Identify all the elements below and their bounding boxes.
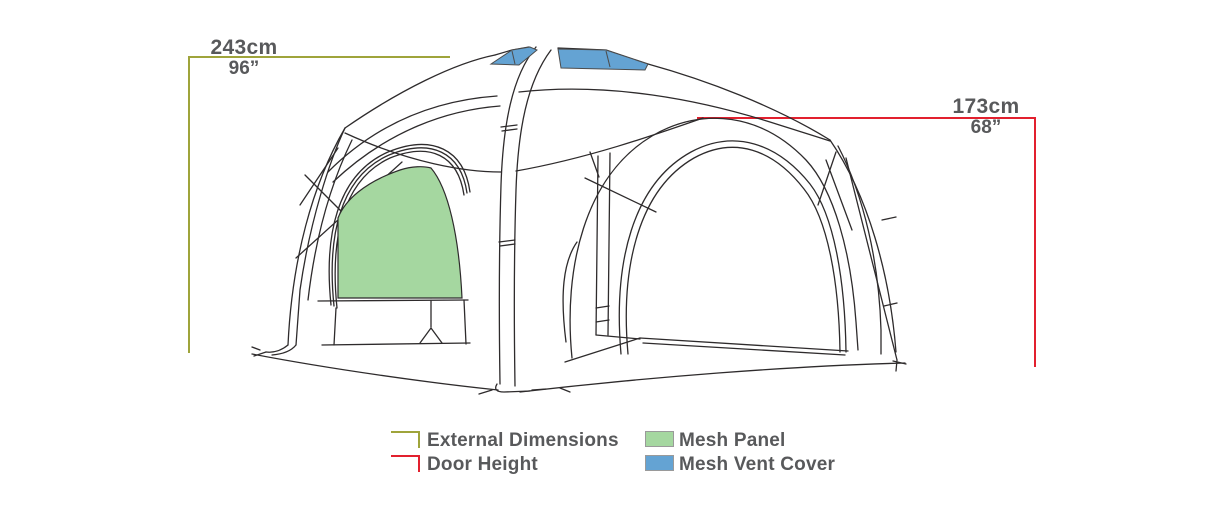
door-sill	[639, 337, 849, 352]
legend-label-door-height: Door Height	[427, 454, 538, 475]
vent-left	[489, 46, 538, 66]
left-arch-trim	[334, 150, 465, 309]
tent-line-art	[251, 46, 907, 395]
legend-label-mesh-vent-cover: Mesh Vent Cover	[679, 454, 836, 475]
door-arch-inner	[618, 140, 847, 355]
external-dimension-imperial: 96”	[228, 58, 260, 80]
vent-right	[557, 48, 649, 71]
door-height-line	[697, 117, 1036, 367]
external-dimension-label: 243cm 96”	[189, 36, 299, 80]
mesh-vent-cover	[489, 46, 649, 71]
ground-right	[519, 362, 906, 393]
roof-seam-right	[518, 88, 831, 142]
eave-right	[515, 117, 704, 172]
door-height-imperial: 68”	[970, 117, 1002, 139]
eave-left	[344, 132, 502, 173]
left-leg-outer	[287, 127, 346, 346]
external-dimension-metric: 243cm	[210, 36, 278, 59]
front-beam-right-edge	[513, 49, 552, 387]
legend-label-external-dimensions: External Dimensions	[427, 430, 619, 451]
left-leg-folds	[295, 127, 346, 346]
mesh-panel	[337, 166, 463, 299]
right-guy-line	[845, 157, 898, 361]
external-dimensions-legend-glyph	[391, 431, 420, 448]
interior-corner-beam	[595, 152, 611, 336]
roof-ridge-left	[344, 54, 496, 129]
left-door-tieback	[419, 327, 443, 344]
door-height-label: 173cm 68”	[931, 95, 1041, 139]
door-arch-outer	[569, 117, 859, 359]
door-height-metric: 173cm	[952, 95, 1020, 118]
mesh-vent-cover-legend-swatch	[645, 455, 674, 471]
right-leg-outer	[829, 139, 897, 353]
door-height-legend-glyph	[391, 455, 420, 472]
front-beam-left-edge	[498, 46, 537, 385]
legend-label-mesh-panel: Mesh Panel	[679, 430, 786, 451]
right-stake	[892, 359, 907, 372]
external-dimension-line	[188, 56, 450, 353]
ground-left	[251, 353, 499, 391]
roof-ridge-right	[647, 63, 831, 141]
mesh-panel-legend-swatch	[645, 431, 674, 447]
